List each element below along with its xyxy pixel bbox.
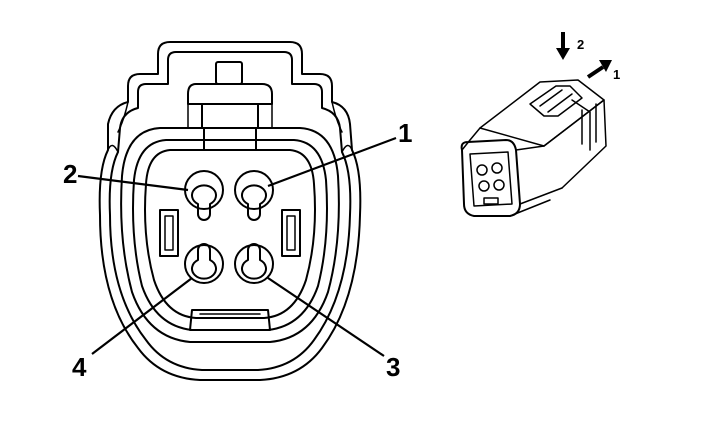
leader-line-2: [77, 174, 189, 192]
arrow-diagonal-icon: [586, 60, 612, 79]
cavity-outline: [144, 149, 316, 319]
shoulder-left: [107, 101, 129, 153]
iso-terminal-a: [476, 164, 488, 176]
terminal-4: [184, 243, 224, 284]
connector-isometric-view: 2 1: [460, 32, 620, 217]
guide-slot-left: [159, 209, 179, 257]
iso-terminal-d: [493, 179, 505, 191]
locking-latch: [187, 61, 273, 151]
guide-slot-right: [281, 209, 301, 257]
iso-body-left: [461, 127, 481, 151]
terminal-label-3: 3: [386, 352, 400, 382]
iso-front-face-inner: [469, 151, 513, 207]
housing-inner-outline: [108, 51, 352, 371]
leader-line-3: [267, 277, 385, 357]
iso-terminal-c: [478, 180, 490, 192]
direction-label-1: 1: [613, 67, 620, 82]
latch-base: [203, 127, 257, 151]
iso-body-top: [479, 79, 605, 147]
terminal-label-4: 4: [72, 352, 87, 382]
terminal-3: [234, 243, 274, 284]
leader-line-1: [267, 136, 397, 188]
bottom-key: [189, 309, 271, 331]
iso-terminal-b: [491, 162, 503, 174]
terminal-label-1: 1: [398, 118, 412, 148]
connector-face-view: 1 2 3 4: [63, 41, 412, 382]
mating-face-outer: [120, 127, 340, 343]
arrow-down-icon: [556, 32, 570, 60]
terminal-1: [234, 170, 274, 221]
shoulder-right: [331, 101, 353, 153]
latch-body: [201, 103, 259, 129]
leader-line-4: [91, 277, 193, 355]
iso-latch: [529, 85, 583, 117]
iso-face-side: [509, 145, 563, 217]
iso-body-right: [543, 99, 607, 189]
direction-label-2: 2: [577, 37, 584, 52]
latch-tab: [215, 61, 243, 85]
terminal-label-2: 2: [63, 159, 77, 189]
terminal-2: [184, 170, 224, 221]
iso-ribs: [571, 99, 597, 151]
latch-bar: [187, 83, 273, 105]
iso-bottom-key: [483, 197, 499, 205]
